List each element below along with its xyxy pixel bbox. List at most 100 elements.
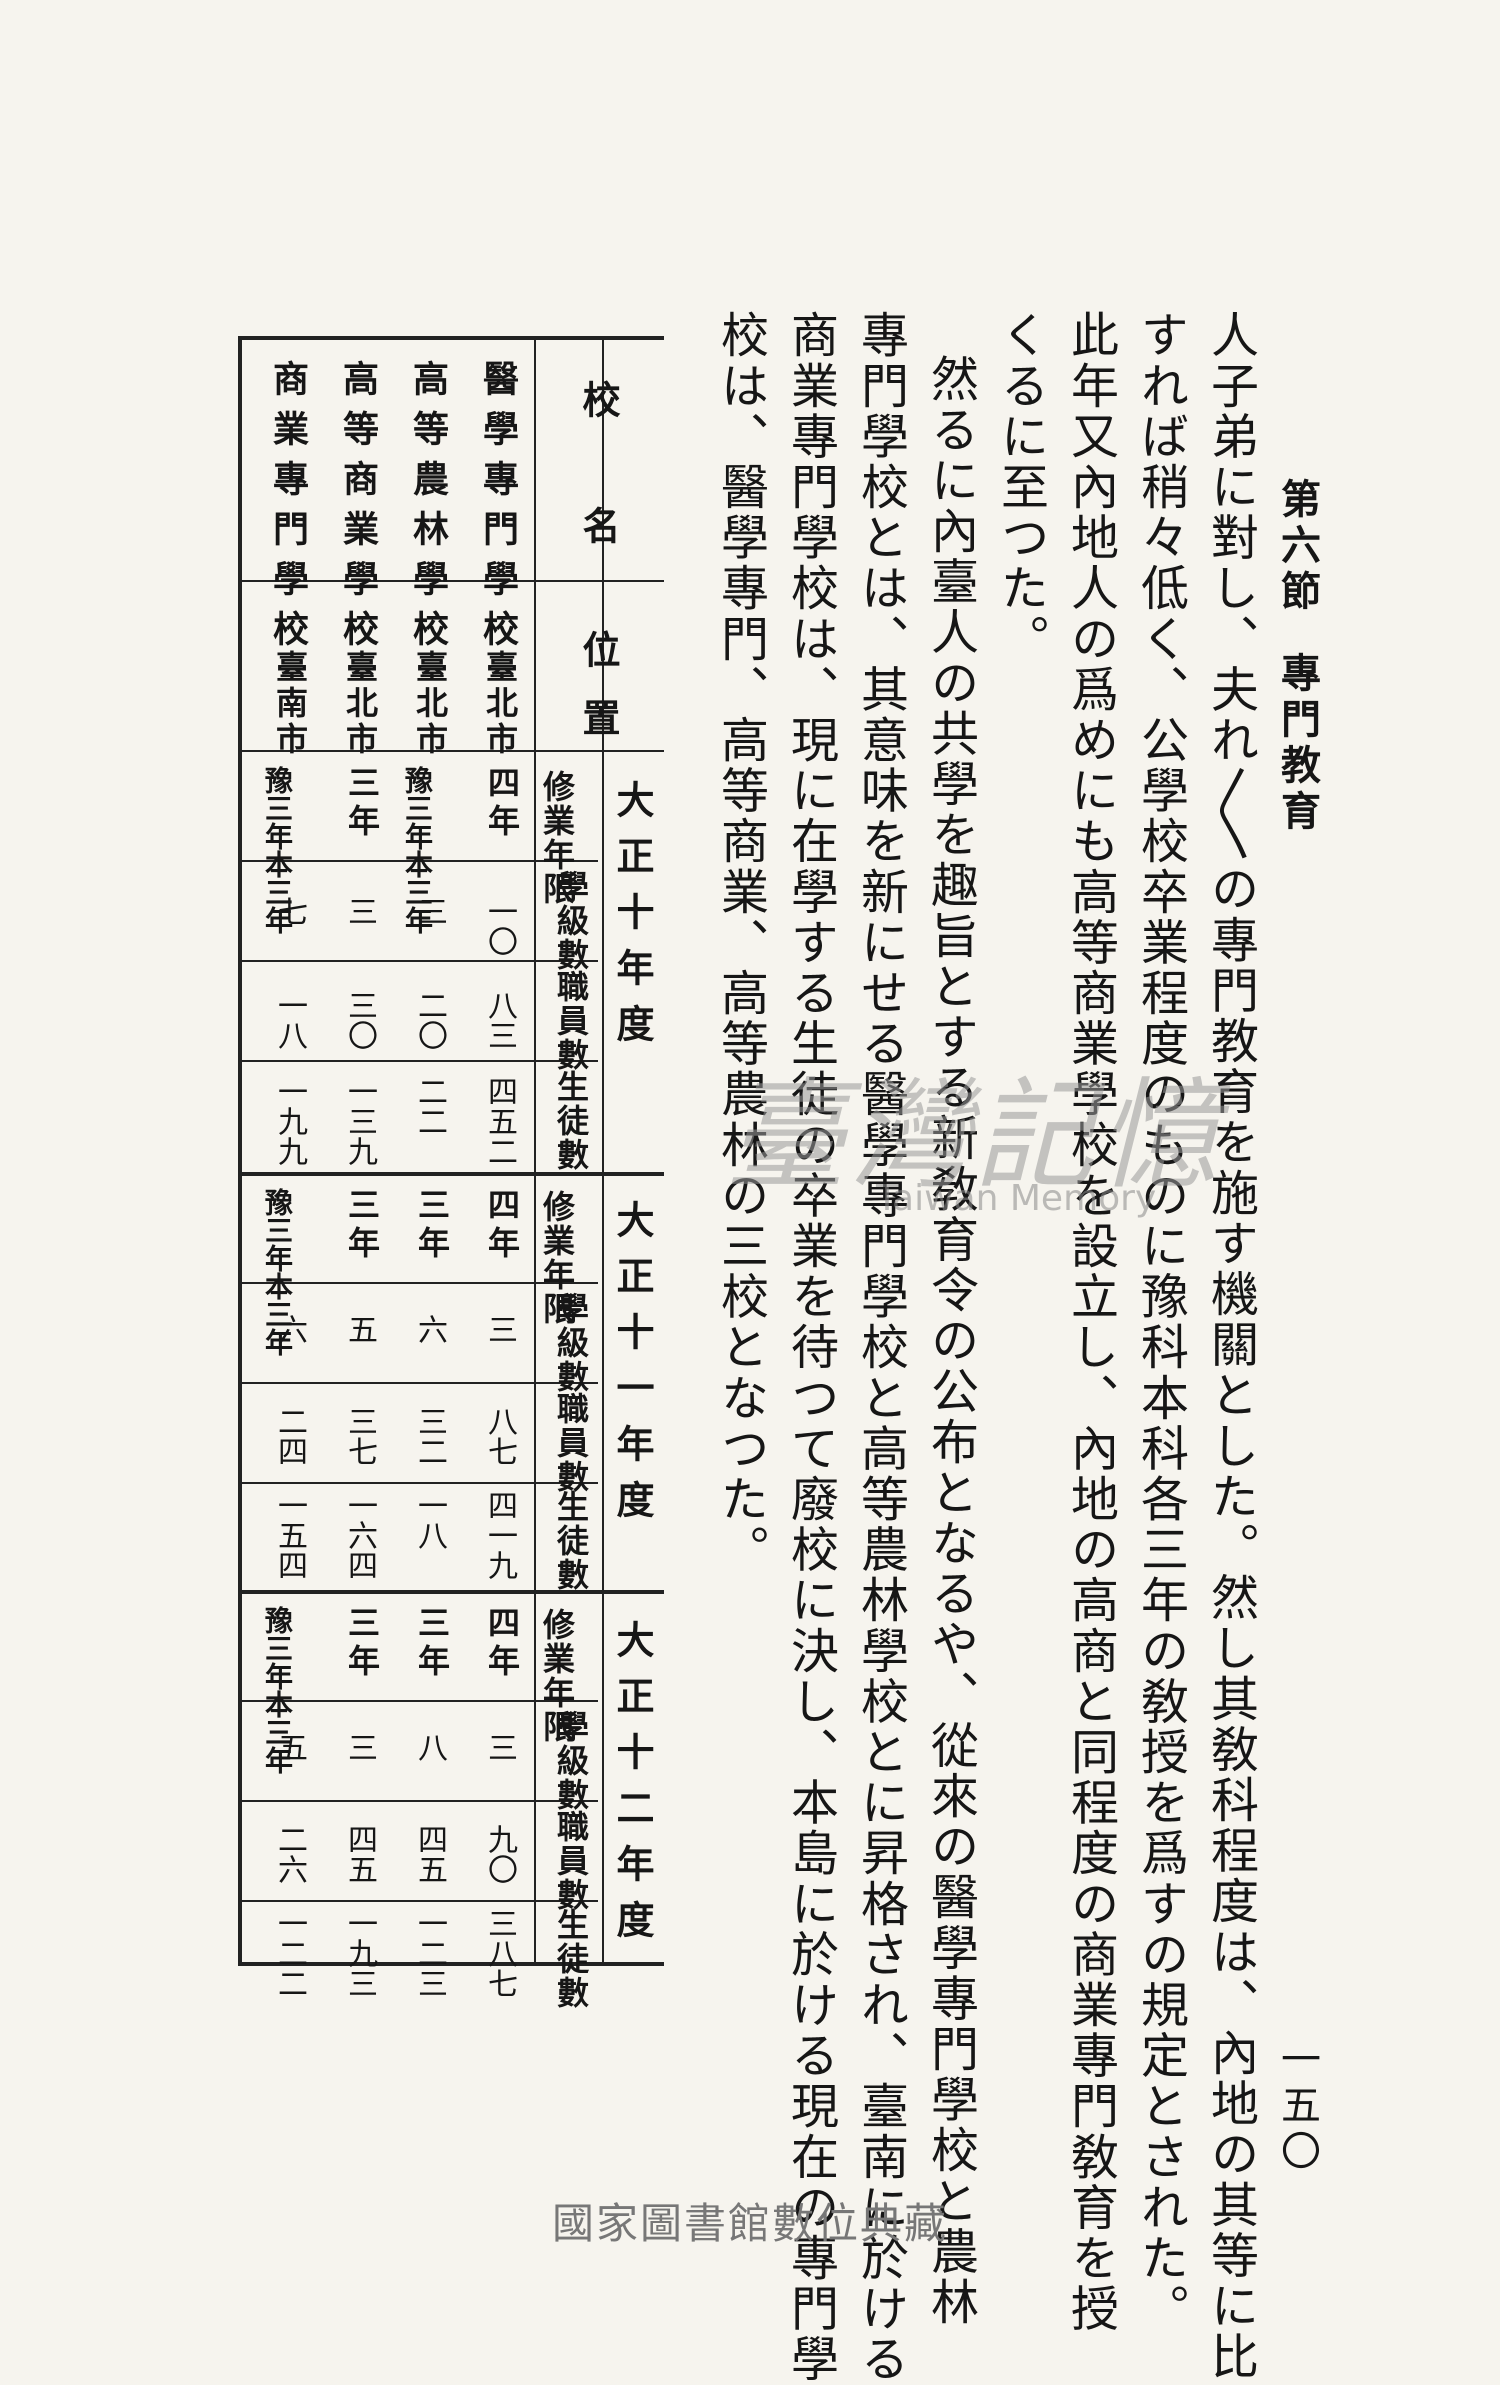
table-rule — [242, 1060, 598, 1062]
header-school-name: 校名 — [576, 380, 621, 632]
table-rule — [242, 1700, 598, 1702]
table-rule — [242, 1172, 664, 1176]
classes-1-3: 三 — [342, 896, 377, 926]
table-rule — [534, 340, 536, 1962]
staff-1-1: 八三 — [482, 990, 517, 1050]
body-line-4: くるに至つた。 — [992, 310, 1048, 665]
school-name-3: 高等商業學校 — [337, 360, 379, 660]
term-2-1: 四年 — [483, 1188, 521, 1264]
term-2-3: 三年 — [343, 1188, 381, 1264]
subhead-staff-1: 職員數 — [552, 970, 590, 1072]
table-rule — [602, 340, 604, 1962]
body-line-3: 此年又內地人の爲めにも高等商業學校を設立し、內地の高商と同程度の商業專門敎育を授 — [1062, 310, 1118, 2334]
body-line-1: 人子弟に對し、夫れ〱の專門教育を施す機關とした。然し其敎科程度は、內地の其等に比 — [1202, 310, 1258, 2382]
running-head: 第六節專門教育 一五〇 — [1274, 478, 1330, 2176]
school-location-3: 臺北市 — [341, 650, 379, 758]
classes-3-4: 五 — [272, 1732, 307, 1762]
staff-2-4: 二四 — [272, 1406, 307, 1466]
students-1-4: 一九九 — [272, 1076, 307, 1166]
running-head-title: 第六節專門教育 — [1268, 478, 1326, 836]
subhead-term-3: 修業年限 — [538, 1608, 576, 1744]
staff-1-2: 二〇 — [412, 990, 447, 1050]
year-title-1: 大正十年度 — [610, 780, 655, 1060]
body-text: 人子弟に對し、夫れ〱の專門教育を施す機關とした。然し其敎科程度は、內地の其等に比… — [712, 310, 1260, 2385]
table-rule — [242, 960, 598, 962]
subhead-students-1: 生徒數 — [552, 1070, 590, 1172]
staff-1-4: 一八 — [272, 990, 307, 1050]
term-1-2: 豫三年本三年 — [401, 766, 434, 934]
classes-1-1: 一〇 — [482, 896, 517, 956]
staff-1-3: 三〇 — [342, 990, 377, 1050]
subhead-term-1: 修業年限 — [538, 770, 576, 906]
body-line-8: 校は、醫學專門、高等商業、高等農林の三校となつた。 — [712, 310, 768, 1575]
term-1-3: 三年 — [343, 766, 381, 842]
staff-2-1: 八七 — [482, 1406, 517, 1466]
classes-1-4: 七 — [272, 896, 307, 926]
school-location-1: 臺北市 — [481, 650, 519, 758]
year-title-2: 大正十一年度 — [610, 1200, 655, 1536]
table-rule — [242, 1382, 598, 1384]
school-name-2: 高等農林學校 — [407, 360, 449, 660]
table-rule — [242, 750, 664, 752]
students-2-4: 一五四 — [272, 1490, 307, 1580]
term-1-1: 四年 — [483, 766, 521, 842]
students-1-1: 四五二 — [482, 1076, 517, 1166]
school-stats-table: 校名 位置 醫學專門學校 高等農林學校 高等商業學校 商業專門學校 臺北市 臺北… — [238, 336, 664, 2010]
subhead-classes-1: 學級數 — [552, 870, 590, 972]
students-3-1: 三八七 — [482, 1908, 517, 1998]
students-2-1: 四一九 — [482, 1490, 517, 1580]
school-location-2: 臺北市 — [411, 650, 449, 758]
classes-3-2: 八 — [412, 1732, 447, 1762]
subhead-students-3: 生徒數 — [552, 1908, 590, 2010]
term-2-2: 三年 — [413, 1188, 451, 1264]
table-rule — [242, 1282, 598, 1284]
classes-2-2: 六 — [412, 1314, 447, 1344]
subhead-staff-3: 職員數 — [552, 1810, 590, 1912]
subhead-students-2: 生徒數 — [552, 1490, 590, 1592]
classes-2-1: 三 — [482, 1314, 517, 1344]
classes-3-3: 三 — [342, 1732, 377, 1762]
term-3-3: 三年 — [343, 1606, 381, 1682]
subhead-classes-2: 學級數 — [552, 1292, 590, 1394]
students-2-2: 一八 — [412, 1490, 447, 1550]
classes-1-2: 三 — [412, 896, 447, 926]
classes-3-1: 三 — [482, 1732, 517, 1762]
staff-2-3: 三七 — [342, 1406, 377, 1466]
table-rule — [242, 1900, 598, 1902]
table-rule — [242, 1482, 598, 1484]
school-name-4: 商業專門學校 — [267, 360, 309, 660]
table-rule — [242, 860, 598, 862]
table-rule — [242, 1800, 598, 1802]
staff-3-4: 二六 — [272, 1824, 307, 1884]
header-location: 位置 — [576, 630, 621, 766]
students-3-4: 一二二 — [272, 1908, 307, 1998]
staff-2-2: 三二 — [412, 1406, 447, 1466]
table-rule — [242, 580, 664, 582]
staff-3-2: 四五 — [412, 1824, 447, 1884]
body-line-7: 商業專門學校は、現に在學する生徒の卒業を待つて廢校に決し、本島に於ける現在の專門… — [782, 310, 838, 2385]
chapter-title: 專門教育 — [1274, 652, 1321, 836]
students-3-3: 一九三 — [342, 1908, 377, 1998]
classes-2-4: 六 — [272, 1314, 307, 1344]
term-1-4: 豫三年本三年 — [261, 766, 294, 934]
library-credit: 國家圖書館數位典藏 — [551, 2199, 948, 2248]
body-line-2: すれば稍々低く、公學校卒業程度のものに豫科本科各三年の敎授を爲すの規定とされた。 — [1132, 310, 1188, 2334]
table-rule — [242, 1590, 664, 1594]
subhead-staff-2: 職員數 — [552, 1392, 590, 1494]
staff-3-3: 四五 — [342, 1824, 377, 1884]
page-number: 一五〇 — [1274, 2038, 1320, 2176]
subhead-term-2: 修業年限 — [538, 1190, 576, 1326]
subhead-classes-3: 學級數 — [552, 1710, 590, 1812]
school-location-4: 臺南市 — [271, 650, 309, 758]
term-3-1: 四年 — [483, 1606, 521, 1682]
body-line-5: 然るに內臺人の共學を趣旨とする新敎育令の公布となるや、從來の醫學專門學校と農林 — [922, 354, 978, 2328]
year-title-3: 大正十二年度 — [610, 1620, 655, 1956]
term-2-4: 豫三年本三年 — [261, 1188, 294, 1356]
term-3-4: 豫三年本三年 — [261, 1606, 294, 1774]
staff-3-1: 九〇 — [482, 1824, 517, 1884]
term-3-2: 三年 — [413, 1606, 451, 1682]
body-line-6: 專門學校とは、其意味を新にせる醫學專門學校と高等農林學校とに昇格され、臺南に於け… — [852, 310, 908, 2385]
students-2-3: 一六四 — [342, 1490, 377, 1580]
students-3-2: 一二三 — [412, 1908, 447, 1998]
students-1-3: 一三九 — [342, 1076, 377, 1166]
